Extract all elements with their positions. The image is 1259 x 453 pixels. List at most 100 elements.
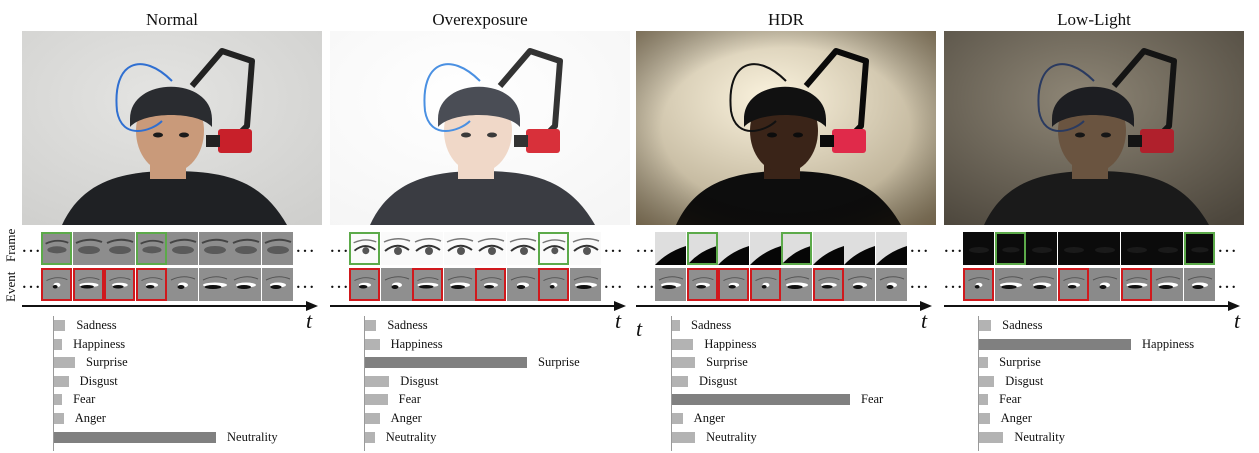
emotion-bar-surprise bbox=[365, 357, 527, 369]
time-axis-label: t bbox=[1234, 308, 1241, 333]
event-thumbnail bbox=[1057, 268, 1089, 301]
time-axis-line bbox=[22, 305, 308, 307]
helmet bbox=[438, 86, 520, 127]
event-thumbnail bbox=[41, 268, 72, 301]
event-thumbnail bbox=[686, 268, 718, 301]
frame-thumbnail bbox=[655, 232, 686, 265]
emotion-bar-disgust bbox=[672, 375, 689, 387]
frame-thumbnail bbox=[506, 232, 538, 265]
event-thumbnail bbox=[380, 268, 412, 301]
frame-row-ellipsis-right: … bbox=[295, 235, 316, 257]
frame-thumbnail bbox=[1120, 232, 1152, 265]
panel-title: Low-Light bbox=[1057, 10, 1131, 29]
frame-thumbnail bbox=[812, 232, 844, 265]
emotion-bar-sadness bbox=[979, 320, 992, 331]
panel-title: Normal bbox=[146, 10, 198, 29]
scene-illustration bbox=[944, 31, 1244, 225]
event-thumbnail bbox=[443, 268, 475, 301]
time-axis-label-left: t bbox=[636, 316, 643, 341]
emotion-bar-anger bbox=[54, 413, 64, 424]
emotion-bar-disgust bbox=[365, 375, 390, 387]
event-camera bbox=[218, 129, 252, 153]
panel-title: HDR bbox=[768, 10, 804, 29]
frame-thumbnail bbox=[718, 232, 749, 265]
panel-photo bbox=[636, 31, 936, 225]
time-axis-arrowhead bbox=[306, 301, 318, 311]
person-jacket bbox=[62, 171, 287, 225]
emotion-label-surprise: Surprise bbox=[86, 355, 128, 370]
frame-row-ellipsis-left: … bbox=[943, 235, 964, 257]
frame-thumbnail bbox=[844, 232, 875, 265]
panel-photo bbox=[22, 31, 322, 225]
emotion-label-sadness: Sadness bbox=[691, 318, 732, 332]
emotion-label-surprise: Surprise bbox=[999, 355, 1041, 370]
event-thumbnail bbox=[1089, 268, 1120, 301]
frame-row-ellipsis-left: … bbox=[21, 235, 42, 257]
emotion-label-anger: Anger bbox=[74, 411, 106, 425]
scene-illustration bbox=[636, 31, 936, 225]
emotion-bar-neutrality bbox=[54, 431, 216, 443]
event-thumbnail bbox=[875, 268, 907, 301]
event-thumbnail bbox=[749, 268, 781, 301]
panel-photo bbox=[944, 31, 1244, 225]
emotion-label-fear: Fear bbox=[999, 392, 1022, 407]
emotion-bar-happiness bbox=[672, 338, 694, 350]
emotion-bar-neutrality bbox=[979, 431, 1004, 443]
event-thumbnail bbox=[569, 268, 601, 301]
emotion-bar-happiness bbox=[979, 338, 1131, 350]
emotion-chart-axis bbox=[978, 316, 979, 451]
frame-row-ellipsis-left: … bbox=[329, 235, 350, 257]
frame-thumbnail bbox=[443, 232, 475, 265]
emotion-label-happiness: Happiness bbox=[704, 336, 757, 351]
emotion-bar-fear bbox=[365, 394, 388, 406]
emotion-chart-axis bbox=[364, 316, 365, 451]
emotion-label-happiness: Happiness bbox=[390, 336, 443, 351]
emotion-bar-anger bbox=[365, 413, 380, 424]
event-camera bbox=[1140, 129, 1174, 153]
frame-thumbnail bbox=[104, 232, 135, 265]
event-thumbnail bbox=[994, 268, 1026, 301]
time-axis-label: t bbox=[306, 308, 313, 333]
emotion-label-neutrality: Neutrality bbox=[227, 429, 278, 444]
event-row-ellipsis-right: … bbox=[1217, 271, 1238, 293]
event-thumbnail bbox=[844, 268, 875, 301]
event-thumbnail bbox=[538, 268, 569, 301]
emotion-bar-disgust bbox=[979, 375, 995, 387]
emotion-bar-sadness bbox=[54, 320, 66, 331]
frame-thumbnail bbox=[875, 232, 907, 265]
event-thumbnail bbox=[718, 268, 749, 301]
emotion-label-neutrality: Neutrality bbox=[1014, 429, 1065, 444]
time-axis-line bbox=[636, 305, 922, 307]
camera-cable bbox=[1037, 63, 1095, 132]
emotion-label-sadness: Sadness bbox=[76, 318, 117, 332]
event-row-ellipsis-left: … bbox=[329, 271, 350, 293]
time-axis-line bbox=[330, 305, 616, 307]
frame-thumbnail bbox=[41, 232, 72, 265]
emotion-label-fear: Fear bbox=[398, 392, 421, 407]
frame-thumbnail bbox=[230, 232, 261, 265]
time-axis-line bbox=[944, 305, 1230, 307]
frame-thumbnail bbox=[1026, 232, 1057, 265]
frame-thumbnail bbox=[749, 232, 781, 265]
event-thumbnail bbox=[198, 268, 230, 301]
emotion-bar-anger bbox=[979, 413, 990, 424]
row-label-frame: Frame bbox=[3, 228, 18, 262]
emotion-bar-surprise bbox=[979, 357, 989, 369]
emotion-chart-axis bbox=[53, 316, 54, 451]
emotion-label-happiness: Happiness bbox=[1142, 336, 1195, 351]
row-label-event: Event bbox=[3, 271, 18, 302]
event-thumbnail bbox=[104, 268, 135, 301]
helmet bbox=[130, 86, 212, 127]
event-thumbnail bbox=[963, 268, 994, 301]
emotion-label-fear: Fear bbox=[73, 392, 96, 407]
event-thumbnail bbox=[475, 268, 506, 301]
event-thumbnail bbox=[812, 268, 844, 301]
event-thumbnail bbox=[349, 268, 380, 301]
event-thumbnail bbox=[506, 268, 538, 301]
time-axis-label: t bbox=[921, 308, 928, 333]
frame-thumbnail bbox=[72, 232, 104, 265]
scene-illustration bbox=[22, 31, 322, 225]
frame-thumbnail bbox=[167, 232, 198, 265]
